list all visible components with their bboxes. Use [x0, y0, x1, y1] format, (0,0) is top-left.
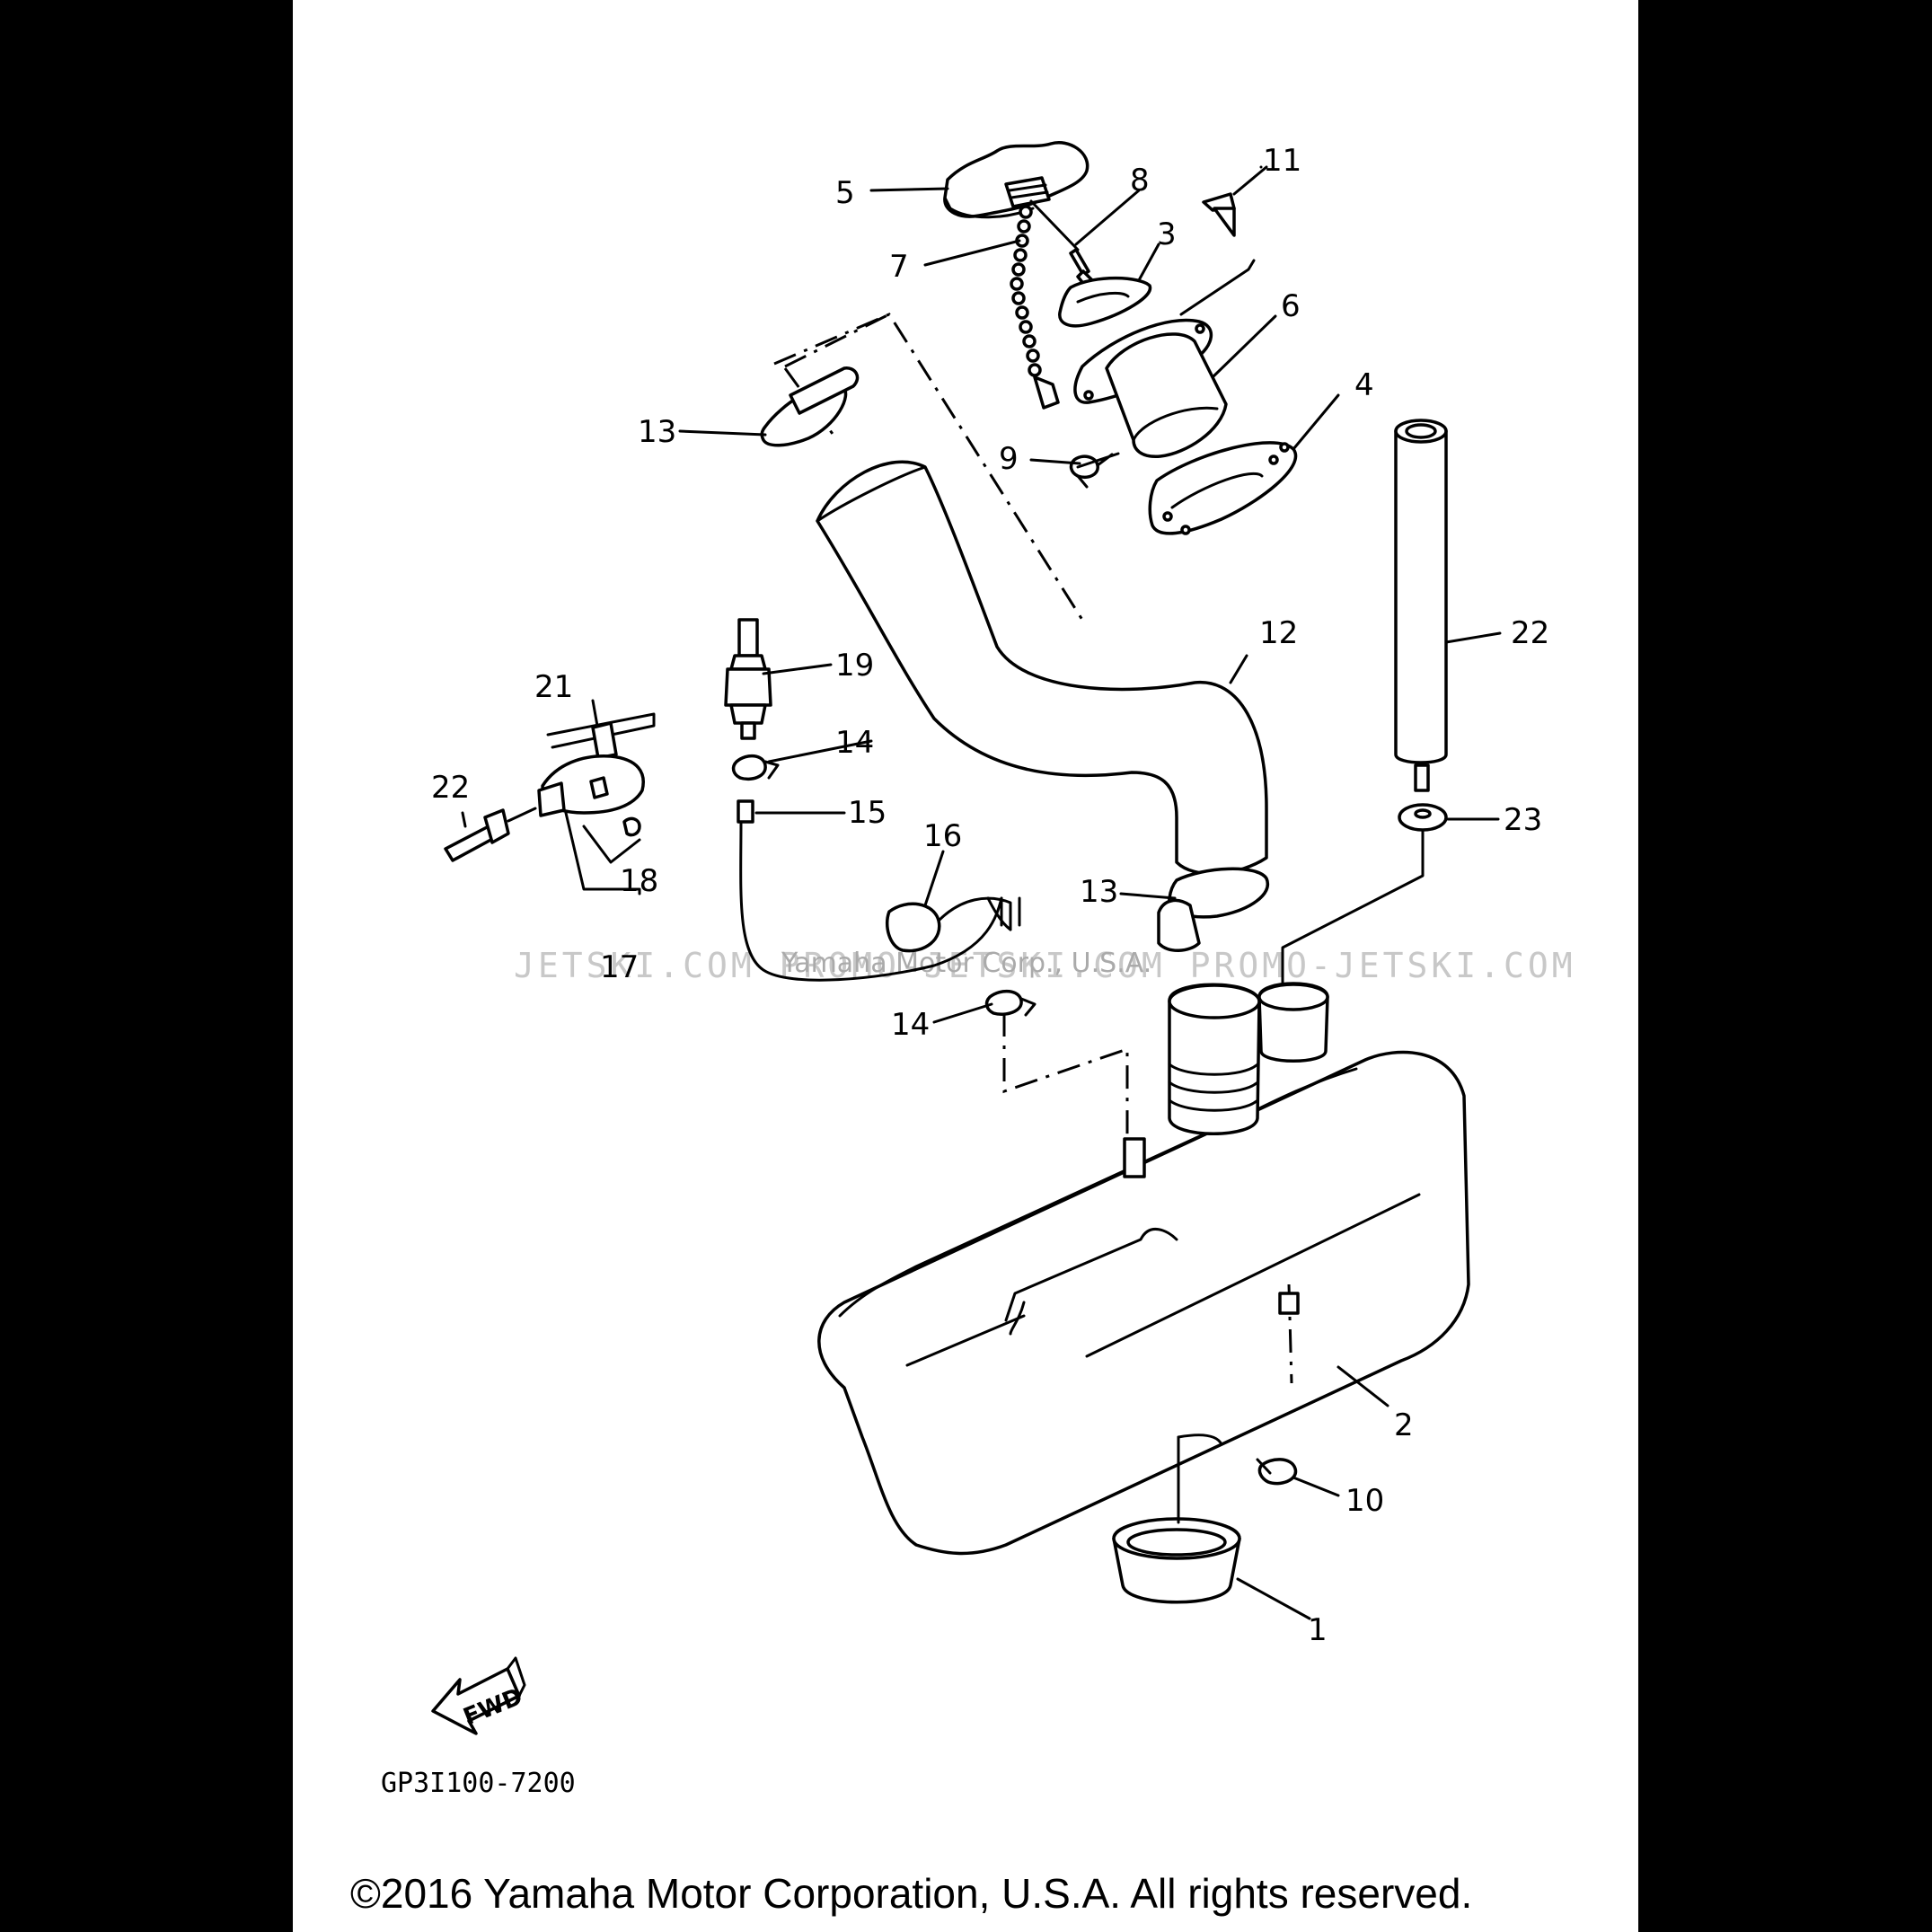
callout-11: 11	[1263, 143, 1301, 179]
part-22-vent-tube	[1394, 419, 1448, 792]
leader-2	[1337, 1365, 1389, 1407]
callout-15: 15	[848, 795, 887, 831]
callout-16: 16	[923, 818, 962, 854]
callout-13-lower: 13	[1080, 874, 1118, 910]
copyright-footer: ©2016 Yamaha Motor Corporation, U.S.A. A…	[350, 1870, 1472, 1917]
part-14-clip-lower	[984, 989, 1129, 1168]
leader-4	[1292, 393, 1340, 451]
part-8-screw	[1029, 199, 1094, 287]
callout-6: 6	[1281, 288, 1301, 324]
part-13-hose-clamp-upper	[760, 313, 890, 447]
callout-3: 3	[1157, 216, 1177, 252]
leader-20	[591, 699, 599, 728]
parts-diagram-sheet	[293, 0, 1638, 1932]
part-10-clip	[1256, 1292, 1300, 1486]
callout-5: 5	[835, 175, 855, 211]
watermark-text: JETSKI.COM PROMO-JETSKI.COM PROMO-JETSKI…	[514, 946, 1576, 985]
part-11-screw	[1202, 165, 1268, 237]
leader-8	[1074, 189, 1141, 246]
callout-9: 9	[999, 441, 1019, 477]
leader-17	[762, 663, 833, 675]
callout-12: 12	[1259, 615, 1298, 651]
diagram-code: GP3I100-7200	[381, 1768, 576, 1799]
leader-14-lower	[932, 1002, 993, 1024]
leader-14-upper	[767, 739, 873, 763]
callout-17: 19	[835, 648, 874, 684]
part-12-filler-hose	[773, 313, 1268, 876]
leader-6	[1211, 314, 1277, 379]
part-13-hose-clamp-lower	[1157, 867, 1270, 952]
part-9-clamp	[1069, 452, 1120, 489]
leader-13-lower	[1119, 892, 1177, 900]
leader-9	[1029, 458, 1081, 465]
fwd-direction-arrow: FWD	[431, 1656, 526, 1735]
leader-1	[1236, 1577, 1311, 1620]
part-18-bracket-assembly	[537, 712, 656, 895]
callout-1: 1	[1308, 1612, 1328, 1648]
leader-13-upper	[678, 429, 767, 437]
callout-21: 22	[431, 770, 470, 806]
part-6-filler-neck	[1073, 259, 1256, 458]
callout-2: 2	[1394, 1407, 1414, 1443]
callout-18: 17	[600, 949, 639, 985]
callout-8: 8	[1130, 163, 1150, 198]
callout-7: 7	[889, 249, 909, 285]
leader-21	[461, 811, 467, 828]
part-21-rivet	[444, 807, 537, 862]
watermark-center-text: Yamaha Motor Corp., U.S.A.	[781, 948, 1151, 979]
part-3-gasket	[1058, 276, 1152, 328]
callout-20: 21	[534, 669, 573, 705]
callout-4: 4	[1354, 367, 1374, 403]
part-7-cap-chain	[1010, 205, 1060, 410]
leader-5	[869, 187, 949, 192]
leader-22	[1444, 631, 1502, 644]
part-17-fuel-filter	[724, 618, 772, 740]
part-5-fuel-cap	[943, 141, 1090, 219]
callout-19: 18	[620, 863, 658, 899]
part-2-fuel-tank	[817, 982, 1470, 1556]
callout-10: 10	[1345, 1483, 1384, 1519]
part-14-clip-upper	[731, 754, 780, 781]
leader-16	[923, 850, 945, 907]
part-16-clamp	[885, 896, 1021, 953]
callout-13-upper: 13	[638, 414, 676, 450]
leader-7	[923, 239, 1021, 267]
callout-14-lower: 14	[891, 1007, 930, 1043]
callout-14-upper: 14	[835, 725, 874, 761]
part-23-grommet	[1281, 803, 1448, 985]
part-4-gasket	[1148, 441, 1298, 535]
leader-12	[1229, 654, 1248, 684]
callout-23: 23	[1504, 802, 1542, 838]
leader-10	[1292, 1476, 1340, 1497]
callout-22: 22	[1511, 615, 1549, 651]
leader-3	[1137, 243, 1160, 282]
part-1-drain-cap	[1112, 1435, 1241, 1604]
